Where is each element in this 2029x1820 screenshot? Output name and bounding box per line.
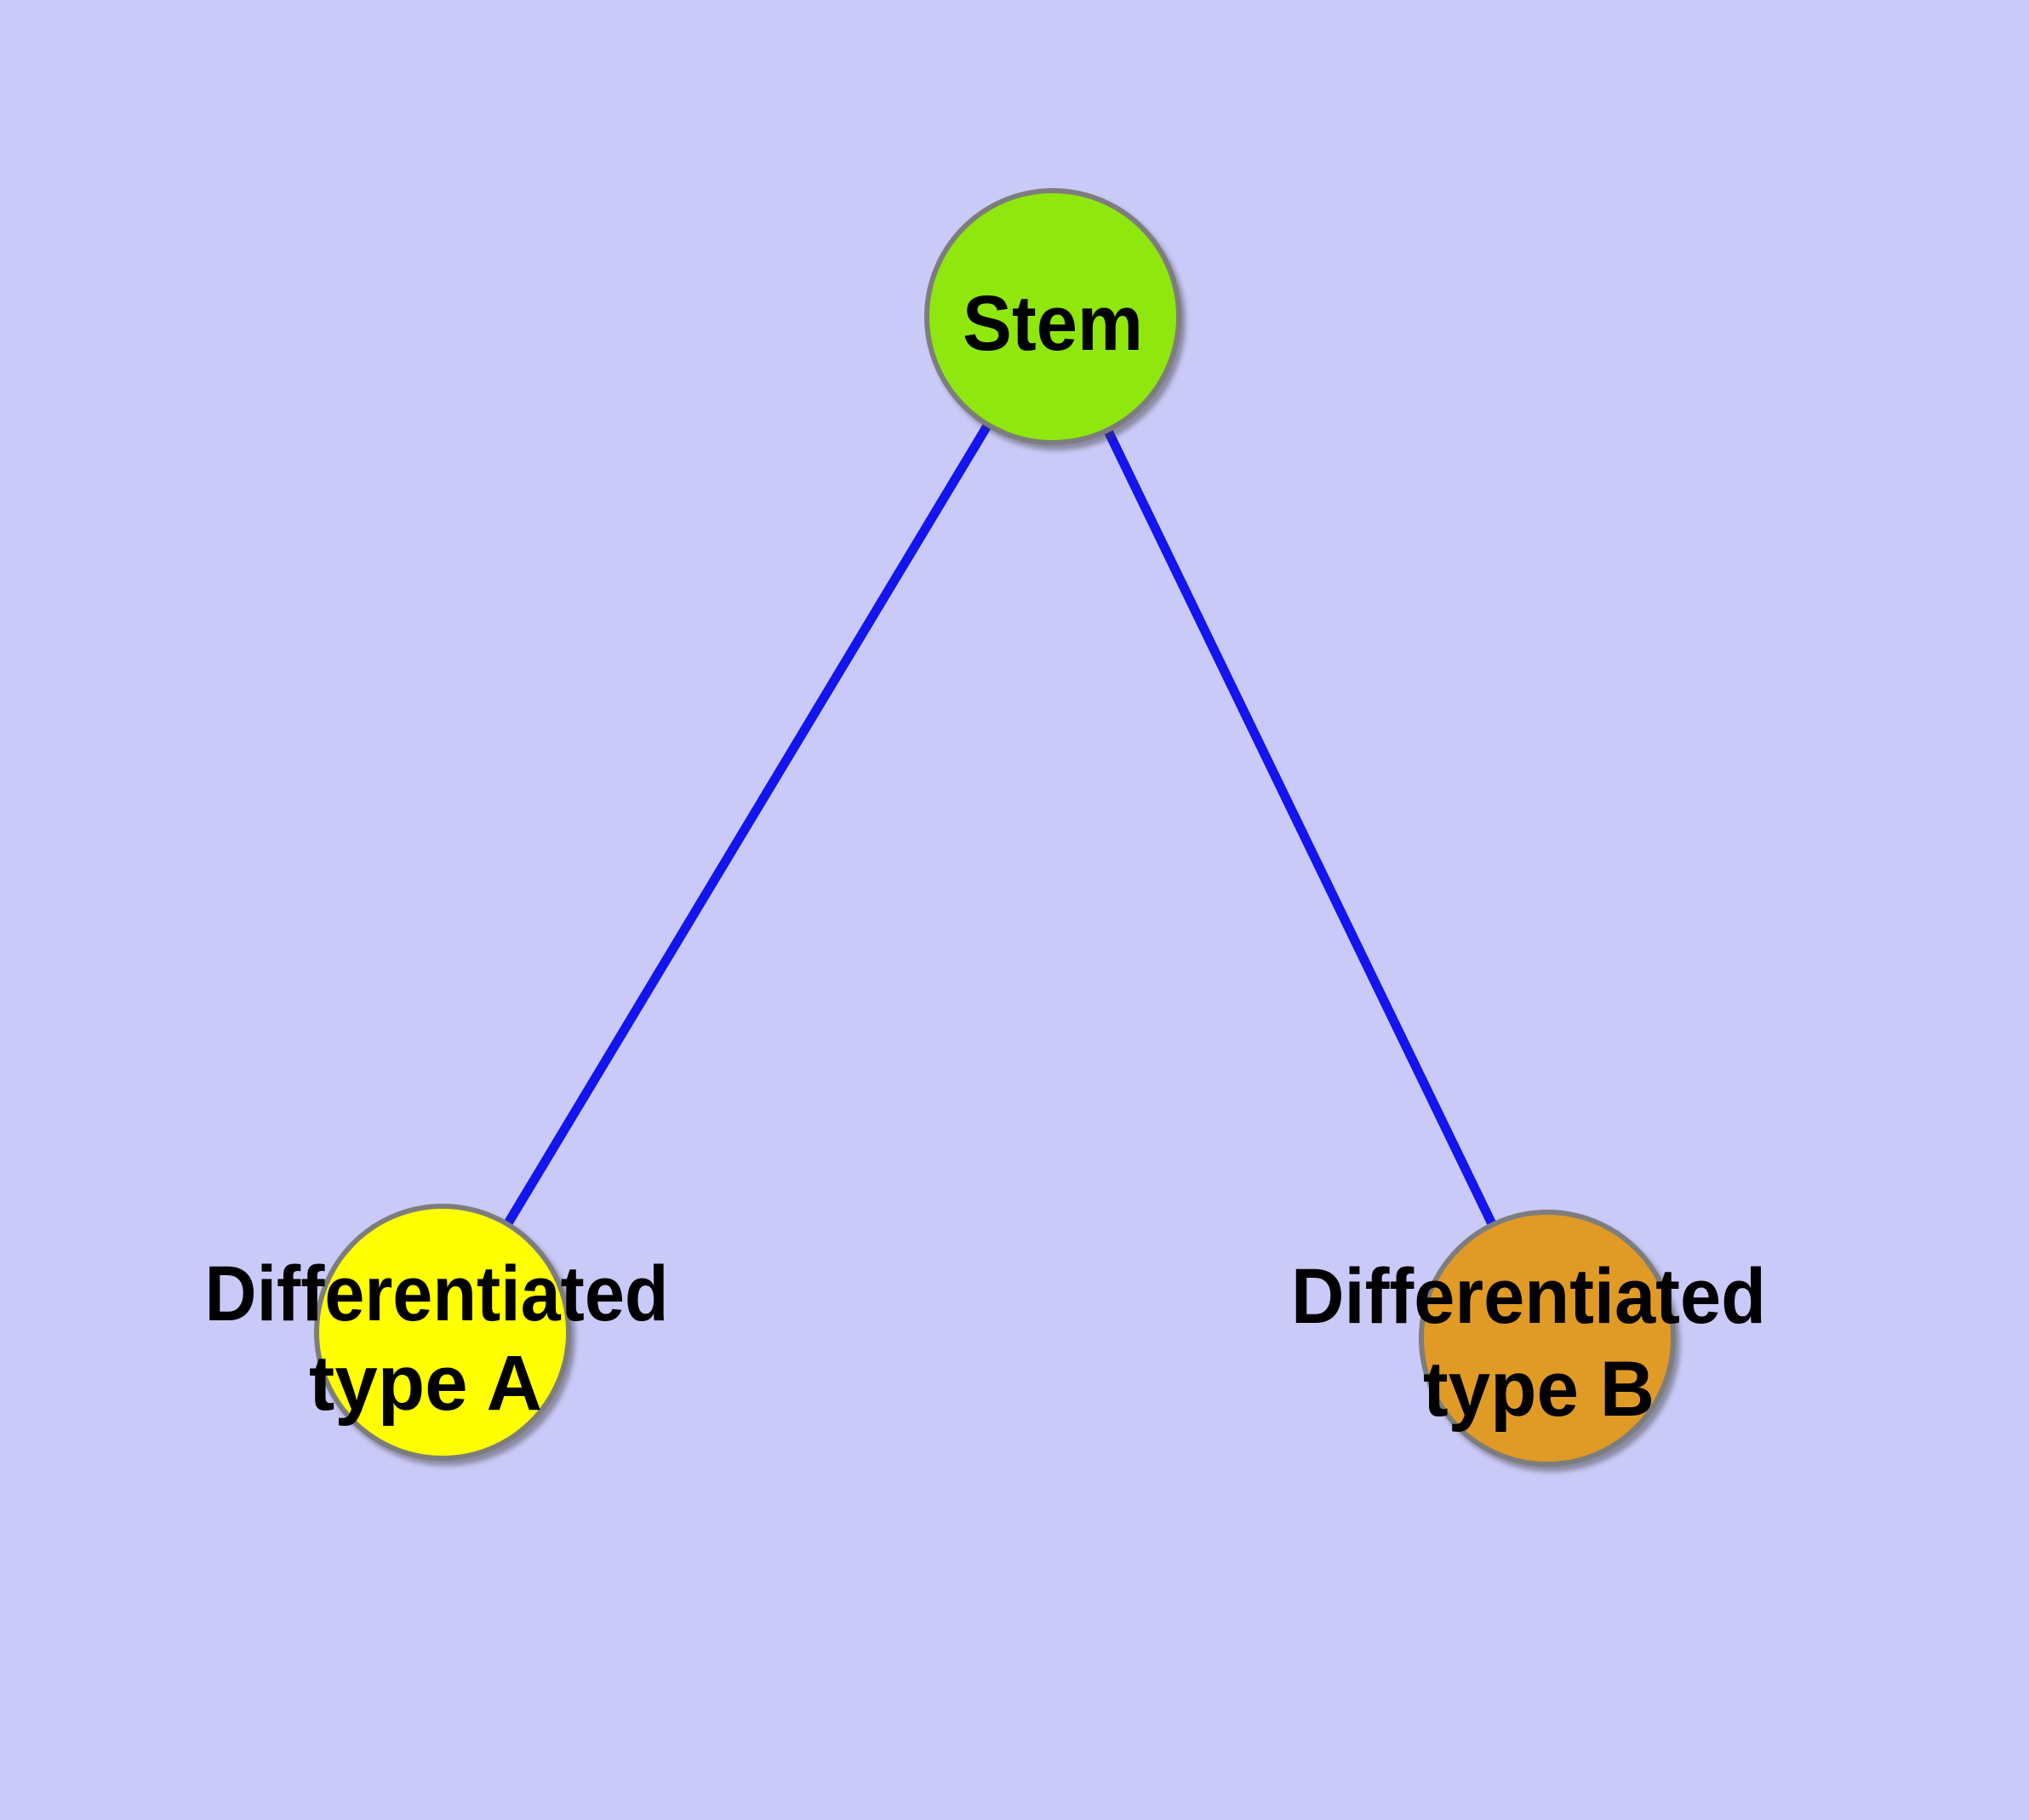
label-group: Stem Differentiated type A Differentiate…	[205, 280, 1767, 1433]
node-type-a-label-line2: type A	[309, 1340, 542, 1427]
node-stem-label: Stem	[963, 280, 1143, 367]
node-stem-circle	[924, 188, 1181, 445]
edge-group	[438, 314, 1552, 1341]
node-group	[314, 188, 1676, 1467]
node-type-b-label-line2: type B	[1423, 1346, 1655, 1433]
node-type-b-circle	[1419, 1210, 1676, 1467]
node-type-b-label-line1: Differentiated	[1291, 1253, 1766, 1340]
node-type-a-circle	[314, 1204, 571, 1461]
edge-stem-to-type-a	[438, 314, 1057, 1335]
node-type-a-label-line1: Differentiated	[205, 1251, 669, 1337]
edge-stem-to-type-b	[1049, 314, 1552, 1341]
